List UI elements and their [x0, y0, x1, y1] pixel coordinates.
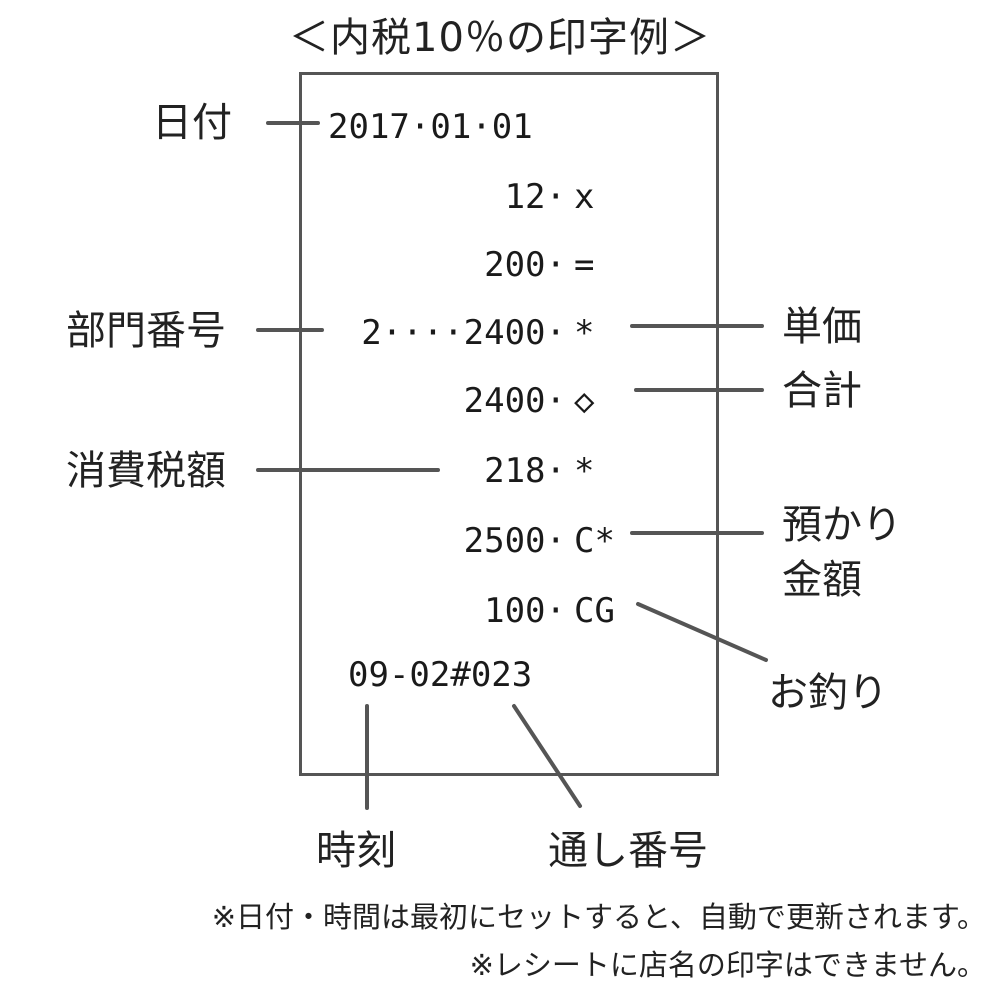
date-label: 日付 [152, 100, 232, 146]
serial-label: 通し番号 [548, 828, 708, 874]
unit-price-label: 単価 [782, 304, 862, 350]
time-label: 時刻 [316, 828, 396, 874]
receipt-quantity-mark: x [574, 177, 595, 217]
receipt-quantity: 12· [504, 177, 566, 217]
receipt-time-serial: 09-02#023 [348, 655, 533, 695]
receipt-change-mark: CG [574, 591, 615, 631]
receipt-deposit-mark: C* [574, 521, 615, 561]
change-leader-line [636, 602, 768, 662]
tax-label: 消費税額 [66, 448, 226, 494]
receipt-paper: 2017·01·01 12· x 200· = 2····2400· * 240… [299, 72, 719, 776]
receipt-total: 2400· [463, 381, 566, 421]
receipt-tax-mark: * [574, 451, 595, 491]
diagram-title: ＜内税10％の印字例＞ [289, 15, 711, 61]
receipt-price: 200· [484, 245, 566, 285]
receipt-price-mark: = [574, 245, 595, 285]
department-label: 部門番号 [66, 308, 226, 354]
receipt-department-mark: * [574, 313, 595, 353]
receipt-total-mark: ◇ [574, 381, 595, 421]
note-store-name: ※レシートに店名の印字はできません。 [469, 948, 986, 982]
total-label: 合計 [782, 368, 862, 414]
deposit-label-line2: 金額 [782, 557, 862, 603]
deposit-label-line1: 預かり [782, 502, 902, 548]
receipt-change: 100· [484, 591, 566, 631]
change-label: お釣り [768, 670, 888, 716]
receipt-tax: 218· [484, 451, 566, 491]
receipt-date: 2017·01·01 [328, 107, 533, 147]
note-date-time: ※日付・時間は最初にセットすると、自動で更新されます。 [211, 900, 986, 934]
receipt-department-subtotal: 2····2400· [361, 313, 566, 353]
serial-leader-line [512, 704, 582, 808]
receipt-deposit: 2500· [463, 521, 566, 561]
